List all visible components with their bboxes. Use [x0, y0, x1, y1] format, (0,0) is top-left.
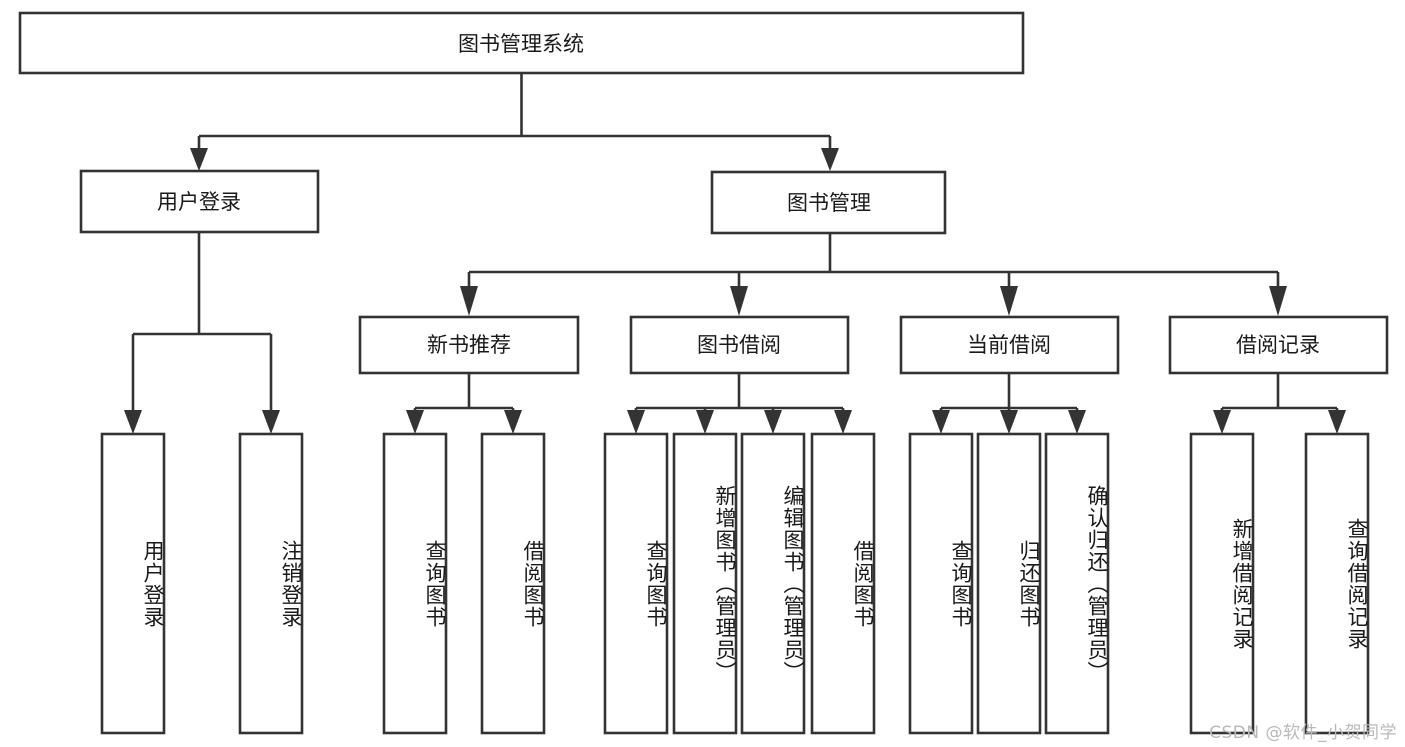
arrow-leaf-bb-0	[627, 410, 645, 434]
edges-group	[124, 73, 1346, 434]
arrow-leaf-br-0	[1213, 410, 1231, 434]
node-current-borrow-box[interactable]	[899, 315, 1120, 375]
node-user-login-label: 用户登录	[157, 190, 241, 214]
arrow-leaf-bb-2	[764, 410, 782, 434]
leaf-box-cb-0[interactable]	[908, 432, 974, 735]
leaf-box-user-login-0[interactable]	[100, 432, 166, 735]
leaf-box-nbr-0[interactable]	[382, 432, 448, 735]
leaf-box-bb-0[interactable]	[603, 432, 669, 735]
node-root-box[interactable]	[18, 11, 1025, 75]
arrow-borrow-record	[1269, 286, 1287, 316]
node-book-manage-box[interactable]	[710, 170, 947, 235]
arrow-book-borrow	[730, 286, 748, 316]
node-user-login-box[interactable]	[79, 169, 320, 234]
node-book-borrow-box[interactable]	[629, 315, 850, 375]
leaf-box-cb-1[interactable]	[976, 432, 1042, 735]
arrow-leaf-bb-3	[834, 410, 852, 434]
node-book-borrow[interactable]: 图书借阅	[629, 315, 850, 375]
watermark: CSDN @软件_小贺同学	[1209, 723, 1397, 743]
node-user-login[interactable]: 用户登录	[79, 169, 320, 234]
leaf-box-cb-2[interactable]	[1044, 432, 1110, 735]
leaf-box-br-0[interactable]	[1189, 432, 1255, 735]
arrow-leaf-cb-0	[932, 410, 950, 434]
node-book-manage[interactable]: 图书管理	[710, 170, 947, 235]
arrow-leaf-cb-2	[1068, 410, 1086, 434]
node-borrow-record[interactable]: 借阅记录	[1168, 315, 1389, 375]
leaf-box-nbr-1[interactable]	[480, 432, 546, 735]
node-root[interactable]: 图书管理系统	[18, 11, 1025, 75]
leaf-box-bb-1[interactable]	[672, 432, 738, 735]
arrow-leaf-nbr-0	[406, 410, 424, 434]
node-book-manage-label: 图书管理	[787, 191, 871, 215]
arrow-new-book-recommend	[460, 286, 478, 316]
node-book-borrow-label: 图书借阅	[697, 333, 781, 357]
arrow-leaf-cb-1	[1000, 410, 1018, 434]
arrow-current-borrow	[1000, 286, 1018, 316]
leaf-box-br-1[interactable]	[1304, 432, 1370, 735]
leaf-box-bb-3[interactable]	[810, 432, 876, 735]
node-borrow-record-box[interactable]	[1168, 315, 1389, 375]
arrow-leaf-bb-1	[696, 410, 714, 434]
arrow-book-manage	[821, 148, 839, 171]
arrow-leaf-user-login-0	[124, 410, 142, 434]
node-root-label: 图书管理系统	[458, 32, 584, 56]
leaf-box-bb-2[interactable]	[740, 432, 806, 735]
node-new-book-recommend[interactable]: 新书推荐	[358, 315, 580, 375]
arrow-user-login	[190, 148, 208, 171]
arrow-leaf-br-1	[1328, 410, 1346, 434]
node-current-borrow[interactable]: 当前借阅	[899, 315, 1120, 375]
node-new-book-recommend-box[interactable]	[358, 315, 580, 375]
node-new-book-recommend-label: 新书推荐	[427, 333, 511, 357]
node-current-borrow-label: 当前借阅	[967, 333, 1051, 357]
arrow-leaf-user-login-1	[262, 410, 280, 434]
leaf-box-user-login-1[interactable]	[238, 432, 304, 735]
arrow-leaf-nbr-1	[504, 410, 522, 434]
node-borrow-record-label: 借阅记录	[1236, 333, 1320, 357]
